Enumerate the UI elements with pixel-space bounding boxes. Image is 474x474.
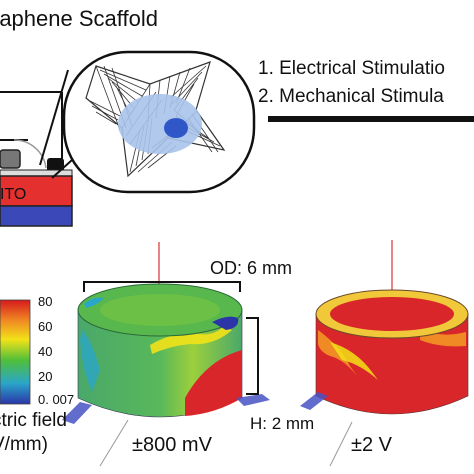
dish-left-cool-band — [80, 330, 100, 392]
zoom-bubble — [62, 50, 256, 194]
dish-left-band — [150, 326, 232, 354]
dish-left-leader — [99, 419, 129, 467]
step-electrical: 1. Electrical Stimulatio — [258, 58, 445, 79]
dish-left — [62, 242, 270, 467]
cell-body — [118, 94, 202, 154]
dish-left-hot-region — [185, 350, 242, 416]
dish-right-leader — [329, 421, 353, 467]
dish-right-substrate — [300, 392, 328, 410]
outer-diameter-label: OD: 6 mm — [210, 258, 293, 278]
ito-label: ITO — [0, 186, 27, 203]
cell-nucleus — [164, 118, 188, 138]
colorbar-tick: 80 — [38, 294, 53, 309]
dish-left-top-hotspot-right — [212, 316, 239, 330]
scaffold-title: raphene Scaffold — [0, 6, 158, 31]
base-layer — [0, 205, 73, 227]
process-arrow-bar — [268, 116, 474, 122]
dimension-markers — [83, 281, 259, 395]
colorbar-tick: 40 — [38, 344, 53, 359]
colorbar-title: ctric field — [0, 410, 67, 431]
dish-right-top-inner — [330, 297, 454, 331]
dish-left-top-inner — [100, 294, 220, 326]
zoom-line-top — [39, 69, 69, 166]
colorbar-gradient — [0, 299, 31, 405]
dish-left-substrate-right — [236, 394, 270, 406]
step-mechanical: 2. Mechanical Stimula — [258, 86, 444, 107]
colorbar-tick: 60 — [38, 319, 53, 334]
zoom-line-bottom — [51, 159, 73, 179]
height-bracket — [246, 317, 259, 395]
voltage-label-right: ±2 V — [351, 434, 392, 456]
height-label: H: 2 mm — [250, 414, 315, 433]
voltage-label-left: ±800 mV — [132, 434, 212, 456]
stimulation-setup — [0, 69, 73, 227]
dish-right-band-2 — [330, 342, 378, 380]
dish-right — [300, 240, 469, 467]
colorbar-tick: 20 — [38, 369, 53, 384]
dish-left-top-hotspot-left — [84, 297, 104, 308]
electrode-left — [0, 149, 21, 169]
medium-arc — [13, 139, 47, 169]
colorbar-unit: V/mm) — [0, 434, 48, 455]
od-bracket — [83, 281, 241, 292]
dish-left-substrate-left — [62, 402, 92, 424]
colorbar-tick: 0. 007 — [38, 392, 75, 407]
